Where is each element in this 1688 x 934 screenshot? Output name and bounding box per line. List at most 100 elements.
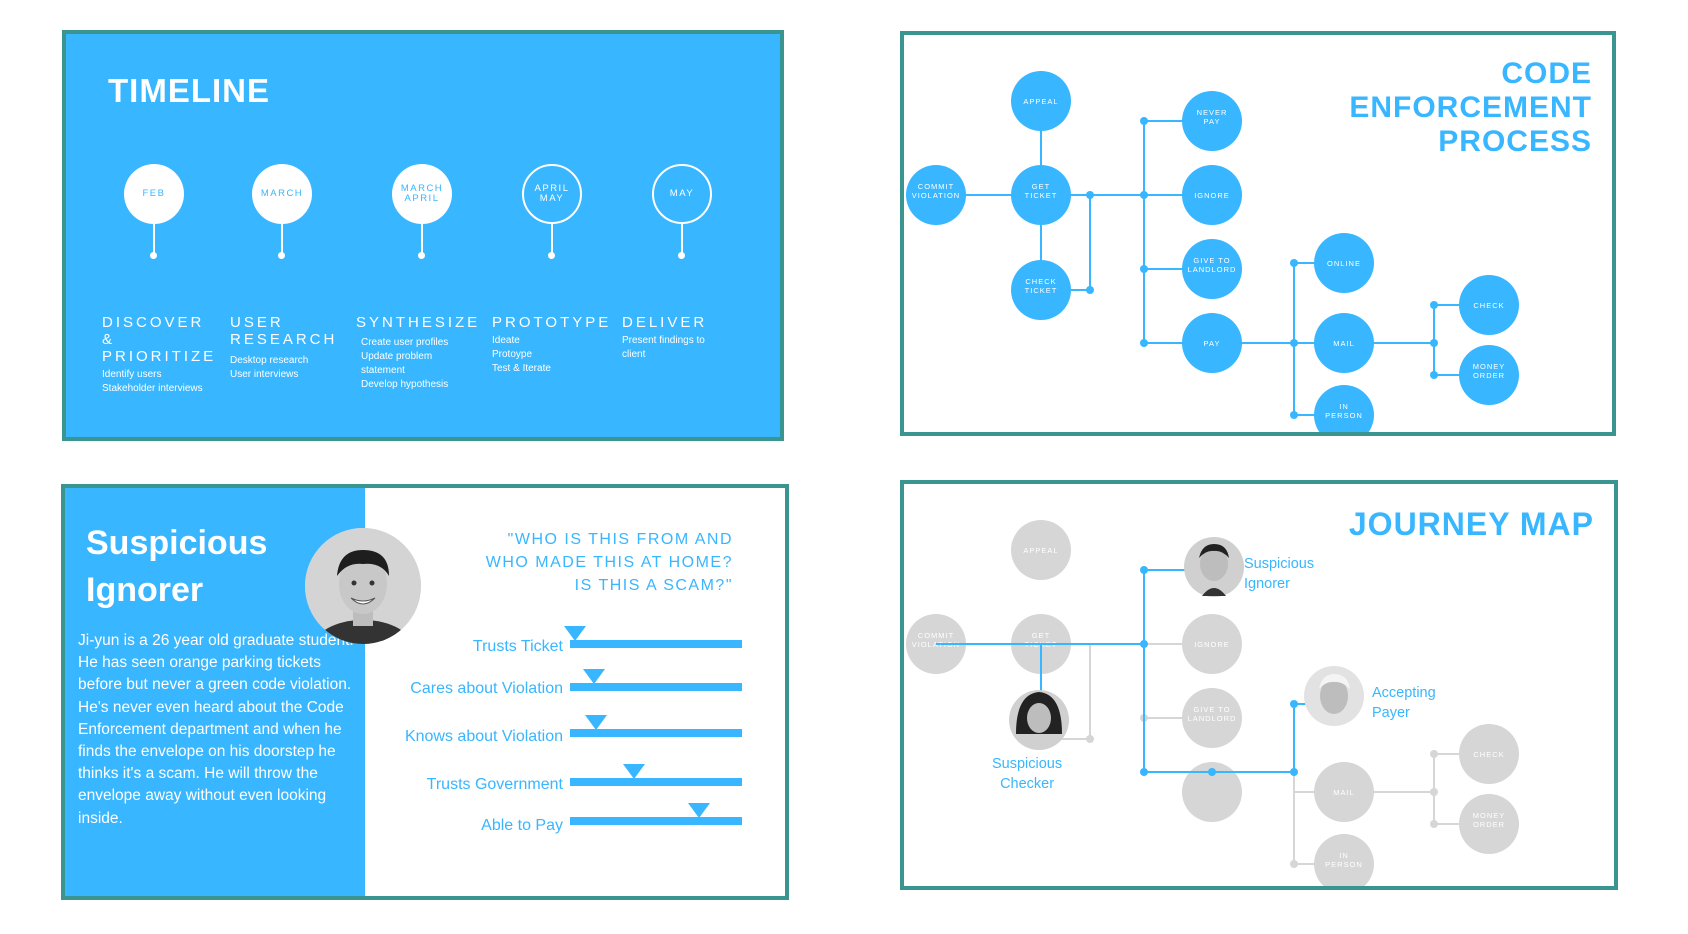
timeline-dot	[548, 252, 555, 259]
node-label: MAIL	[1333, 339, 1355, 348]
node-check	[1459, 275, 1519, 335]
scale-marker	[622, 764, 645, 779]
timeline-stage-desc: Desktop research User interviews	[230, 355, 309, 380]
node-label: IGNORE	[1194, 640, 1230, 649]
timeline-stem	[681, 224, 683, 254]
scale-label: Cares about Violation	[410, 680, 563, 697]
node-in-person	[1314, 385, 1374, 432]
grey-connectors	[1041, 643, 1489, 865]
timeline-stage-desc: Ideate Protoype Test & Iterate	[492, 335, 551, 374]
node-money-order	[1459, 794, 1519, 854]
node-give-to-landlord	[1182, 239, 1242, 299]
timeline-month-circle: APRIL MAY	[522, 164, 582, 224]
scale-label: Trusts Ticket	[472, 638, 563, 655]
timeline-dot	[150, 252, 157, 259]
node-check-ticket	[1011, 260, 1071, 320]
node-ignore	[1182, 165, 1242, 225]
node-pay	[1182, 762, 1242, 822]
timeline-title: TIMELINE	[108, 72, 270, 109]
node-commit-violation	[906, 165, 966, 225]
scale-label: Able to Pay	[481, 817, 563, 834]
scale-marker	[688, 803, 710, 818]
timeline-stage-desc: Identify users Stakeholder interviews	[102, 369, 203, 394]
label-accepting-payer: Accepting Payer	[1372, 685, 1436, 721]
timeline-stage-desc: Present findings to client	[622, 335, 705, 360]
node-label: IGNORE	[1194, 191, 1230, 200]
timeline-month-circle: MAY	[652, 164, 712, 224]
node-in-person	[1314, 834, 1374, 886]
node-label: ONLINE	[1327, 259, 1361, 268]
node-label: CHECK	[1473, 750, 1504, 759]
scale-marker	[584, 715, 607, 730]
timeline-dot	[418, 252, 425, 259]
node-mail	[1314, 762, 1374, 822]
scale-bar	[570, 640, 742, 648]
node-label: APPEAL	[1023, 97, 1058, 106]
node-money-order	[1459, 345, 1519, 405]
scale-bar	[570, 729, 742, 737]
timeline-stage-heading: DELIVER	[622, 314, 708, 331]
journey-paths	[936, 569, 1324, 773]
timeline-stage-heading: USER RESEARCH	[230, 314, 338, 348]
scale-label: Trusts Government	[426, 776, 563, 793]
avatar-accepting-payer	[1304, 666, 1364, 726]
node-online	[1314, 233, 1374, 293]
timeline-month-circle: MARCH APRIL	[392, 164, 452, 224]
scale-bar	[570, 683, 742, 691]
node-get-ticket	[1011, 165, 1071, 225]
persona-quote: "WHO IS THIS FROM AND WHO MADE THIS AT H…	[485, 531, 733, 594]
node-never-pay	[1182, 91, 1242, 151]
label-suspicious-ignorer: Suspicious Ignorer	[1244, 556, 1315, 592]
timeline-dot	[678, 252, 685, 259]
scale-marker	[583, 669, 606, 684]
node-mail	[1314, 313, 1374, 373]
node-label: PAY	[1204, 339, 1221, 348]
timeline-stage-heading: DISCOVER & PRIORITIZE	[102, 314, 217, 365]
timeline-stem	[421, 224, 423, 254]
code-enforcement-title: CODE ENFORCEMENT PROCESS	[1349, 57, 1592, 158]
timeline-stem	[153, 224, 155, 254]
avatar-suspicious-ignorer	[1184, 537, 1244, 597]
scale-marker	[564, 626, 587, 641]
node-ignore	[1182, 614, 1242, 674]
timeline-month-circle: MARCH	[252, 164, 312, 224]
scale-label: Knows about Violation	[404, 728, 563, 745]
scale-bar	[570, 817, 742, 825]
node-label: APPEAL	[1023, 546, 1058, 555]
code-enforcement-panel: CODE ENFORCEMENT PROCESS	[900, 31, 1616, 436]
journey-map-title: JOURNEY MAP	[1348, 506, 1594, 542]
node-label: CHECK	[1473, 301, 1504, 310]
node-check	[1459, 724, 1519, 784]
node-appeal	[1011, 520, 1071, 580]
label-suspicious-checker: Suspicious Checker	[992, 756, 1063, 792]
timeline-dot	[278, 252, 285, 259]
timeline-stem	[551, 224, 553, 254]
timeline-panel: TIMELINE FEB DISCOVER & PRIORITIZE Ident…	[62, 30, 784, 441]
journey-map-panel: JOURNEY MAP	[900, 480, 1618, 890]
persona-avatar	[305, 528, 421, 644]
timeline-stage-heading: PROTOTYPE	[492, 314, 612, 331]
timeline-stage-desc: Create user profiles Update problem stat…	[361, 337, 449, 390]
timeline-stage-heading: SYNTHESIZE	[356, 314, 481, 331]
timeline-stem	[281, 224, 283, 254]
persona-bio: Ji-yun is a 26 year old graduate student…	[78, 632, 354, 827]
node-pay	[1182, 313, 1242, 373]
node-label: MAIL	[1333, 788, 1355, 797]
timeline-month-circle: FEB	[124, 164, 184, 224]
persona-panel: Suspicious Ignorer Ji-yun is a 26 year o…	[61, 484, 789, 900]
scale-bar	[570, 778, 742, 786]
persona-name: Suspicious Ignorer	[86, 524, 268, 609]
avatar-suspicious-checker	[1009, 690, 1069, 750]
